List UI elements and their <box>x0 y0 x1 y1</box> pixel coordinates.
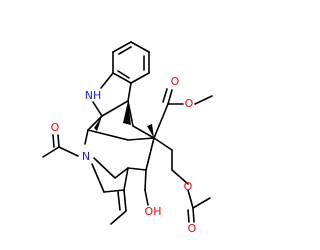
acetate-carbonyl-o-label: O <box>188 222 197 235</box>
bond <box>123 189 127 212</box>
stereo-wedge <box>147 124 154 138</box>
bond <box>127 137 155 141</box>
stereo-wedges <box>94 101 154 138</box>
ester-carbonyl-o-label: O <box>171 75 180 88</box>
bridged-cage <box>84 100 155 193</box>
bond <box>153 137 173 151</box>
bond <box>112 72 132 84</box>
acetoxymethyl <box>153 137 211 223</box>
bond <box>167 89 173 105</box>
bond <box>153 103 169 139</box>
indoline-ring <box>92 72 132 117</box>
bond <box>112 41 132 53</box>
bond <box>117 70 130 79</box>
indole-nh-label: NH <box>85 89 102 102</box>
structure-svg: NH N O O O OH O O <box>42 41 213 235</box>
methyl-ester <box>153 88 213 139</box>
bond <box>132 125 155 139</box>
hydroxyl-label: OH <box>145 205 162 218</box>
bond <box>130 41 150 53</box>
bond <box>144 169 147 191</box>
bond <box>103 189 125 193</box>
bond <box>192 207 195 223</box>
bond <box>101 100 129 117</box>
bond <box>130 72 150 84</box>
atom-labels: NH N O O O OH O O <box>51 75 197 235</box>
ethylidene <box>110 189 127 225</box>
ester-ether-o-label: O <box>185 97 194 110</box>
bond <box>127 100 134 127</box>
bond <box>123 167 129 191</box>
bond <box>91 163 105 193</box>
bond <box>92 101 103 117</box>
benzene-ring <box>112 41 150 84</box>
bond <box>162 88 168 103</box>
bond <box>145 137 155 171</box>
amide-n-label: N <box>82 150 90 163</box>
bond <box>187 189 194 209</box>
bond <box>171 169 189 185</box>
bond <box>52 134 55 148</box>
bond <box>127 82 132 102</box>
bond <box>187 209 190 223</box>
stereo-wedge <box>94 116 102 131</box>
bond <box>114 167 129 179</box>
acetate-ether-o-label: O <box>184 180 193 193</box>
bond <box>110 210 127 225</box>
bond <box>42 146 60 158</box>
bond <box>58 146 79 157</box>
bond <box>57 134 60 148</box>
bond <box>194 95 213 105</box>
stereo-wedge <box>123 101 131 125</box>
chemical-structure: NH N O O O OH O O <box>42 41 213 235</box>
n-acetyl <box>42 134 79 158</box>
bond <box>118 46 132 55</box>
bond <box>192 197 211 209</box>
hydroxymethyl <box>144 169 149 206</box>
bond <box>87 115 103 131</box>
bond <box>93 157 116 179</box>
bond <box>127 167 147 171</box>
bond <box>87 129 129 141</box>
bond <box>117 191 121 211</box>
bond <box>144 189 149 206</box>
bond <box>100 72 114 89</box>
bond <box>84 129 89 145</box>
amide-carbonyl-o-label: O <box>51 121 60 134</box>
